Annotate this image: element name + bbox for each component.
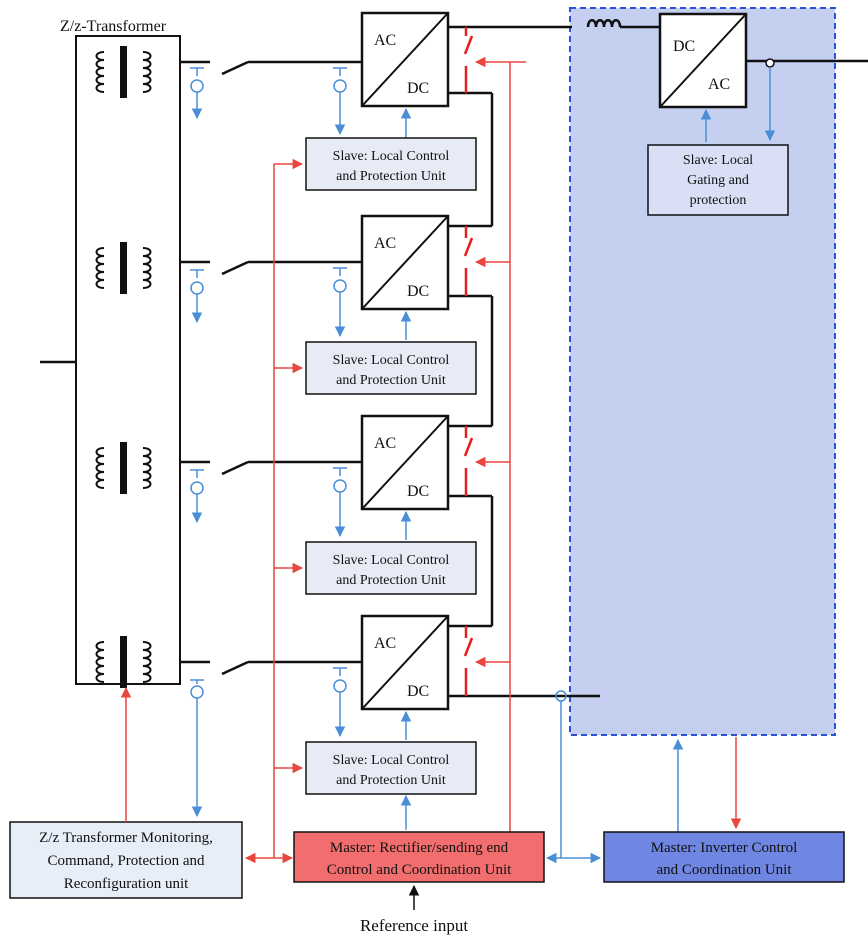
winding-group-1: [95, 46, 152, 98]
winding-group-2: [95, 242, 152, 294]
dc-breaker-icon: [463, 637, 474, 657]
transformer-unit-line2: Command, Protection and: [47, 853, 205, 869]
transformer-monitoring-unit: [9, 821, 243, 899]
inverter-ac-label: AC: [708, 76, 730, 93]
dc-inductor-icon: [586, 19, 622, 28]
inverter-slave-line1: Slave: Local: [683, 153, 753, 168]
slave-control-box-1: [305, 137, 477, 191]
rectifier-dc-label: DC: [407, 683, 429, 700]
converter-diagonal: [361, 615, 449, 710]
slave-label-line2: and Protection Unit: [336, 169, 446, 184]
slave-label-line2: and Protection Unit: [336, 573, 446, 588]
transformer-core-icon: [120, 242, 127, 294]
current-transformer-icon: [190, 79, 204, 93]
current-transformer-icon: [190, 481, 204, 495]
rectifier-ac-label: AC: [374, 635, 396, 652]
transformer-core-icon: [120, 46, 127, 98]
rectifier-ac-label: AC: [374, 32, 396, 49]
transformer-core-icon: [120, 636, 127, 688]
reference-input-label: Reference input: [360, 916, 468, 935]
rectifier-dc-label: DC: [407, 80, 429, 97]
transformer-body: [75, 35, 181, 685]
slave-control-box-2: [305, 341, 477, 395]
current-transformer-icon: [333, 679, 347, 693]
master-rectifier-line2: Control and Coordination Unit: [327, 862, 512, 878]
converter-diagonal: [361, 215, 449, 310]
slave-label-line1: Slave: Local Control: [333, 553, 450, 568]
winding-group-4: [95, 636, 152, 688]
current-transformer-icon: [333, 479, 347, 493]
coil-right-icon: [142, 51, 152, 93]
slave-control-box-3: [305, 541, 477, 595]
current-transformer-icon: [333, 79, 347, 93]
ac-switch-icon: [221, 660, 249, 676]
inverter-slave-box: [647, 144, 789, 216]
converter-stage-4: AC DC Slave: Local Control and Protectio…: [190, 614, 600, 818]
slave-label-line1: Slave: Local Control: [333, 753, 450, 768]
converter-stage-3: AC DC Slave: Local Control and Protectio…: [190, 414, 510, 595]
coil-left-icon: [95, 447, 105, 489]
slave-label-line2: and Protection Unit: [336, 373, 446, 388]
rectifier-dc-label: DC: [407, 483, 429, 500]
master-rectifier-line1: Master: Rectifier/sending end: [330, 840, 509, 856]
converter-diagonal: [361, 12, 449, 107]
slave-label-line1: Slave: Local Control: [333, 353, 450, 368]
current-transformer-icon: [190, 281, 204, 295]
winding-group-3: [95, 442, 152, 494]
converter-stage-1: AC DC Slave: Local Control and Protectio…: [190, 11, 572, 191]
current-transformer-icon: [333, 279, 347, 293]
coil-right-icon: [142, 247, 152, 289]
coil-right-icon: [142, 641, 152, 683]
coil-right-icon: [142, 447, 152, 489]
inverter-dc-label: DC: [673, 38, 695, 55]
ac-current-sensor-icon: [765, 58, 775, 68]
rectifier-ac-label: AC: [374, 435, 396, 452]
ac-switch-icon: [221, 60, 249, 76]
ac-switch-icon: [221, 460, 249, 476]
ac-switch-icon: [221, 260, 249, 276]
dc-breaker-icon: [463, 35, 474, 55]
slave-label-line1: Slave: Local Control: [333, 149, 450, 164]
inverter-region: [569, 7, 836, 736]
master-inverter-line2: and Coordination Unit: [657, 862, 793, 878]
dc-breaker-icon: [463, 437, 474, 457]
inverter-slave-line2: Gating and: [687, 173, 749, 188]
coil-left-icon: [95, 51, 105, 93]
transformer-core-icon: [120, 442, 127, 494]
inverter-slave-line3: protection: [690, 193, 747, 208]
slave-label-line2: and Protection Unit: [336, 773, 446, 788]
coil-left-icon: [95, 641, 105, 683]
coil-left-icon: [95, 247, 105, 289]
master-rectifier-unit: [293, 831, 545, 883]
rectifier-dc-label: DC: [407, 283, 429, 300]
transformer-unit-line3: Reconfiguration unit: [64, 876, 189, 892]
dc-breaker-icon: [463, 237, 474, 257]
converter-diagonal: [361, 415, 449, 510]
master-inverter-line1: Master: Inverter Control: [651, 840, 798, 856]
slave-control-box-4: [305, 741, 477, 795]
master-inverter-unit: [603, 831, 845, 883]
converter-stage-2: AC DC Slave: Local Control and Protectio…: [190, 214, 510, 395]
rectifier-ac-label: AC: [374, 235, 396, 252]
transformer-unit-line1: Z/z Transformer Monitoring,: [39, 830, 213, 846]
inverter-diagonal: [659, 13, 747, 108]
transformer-title: Z/z-Transformer: [60, 18, 167, 35]
current-transformer-icon: [190, 685, 204, 699]
